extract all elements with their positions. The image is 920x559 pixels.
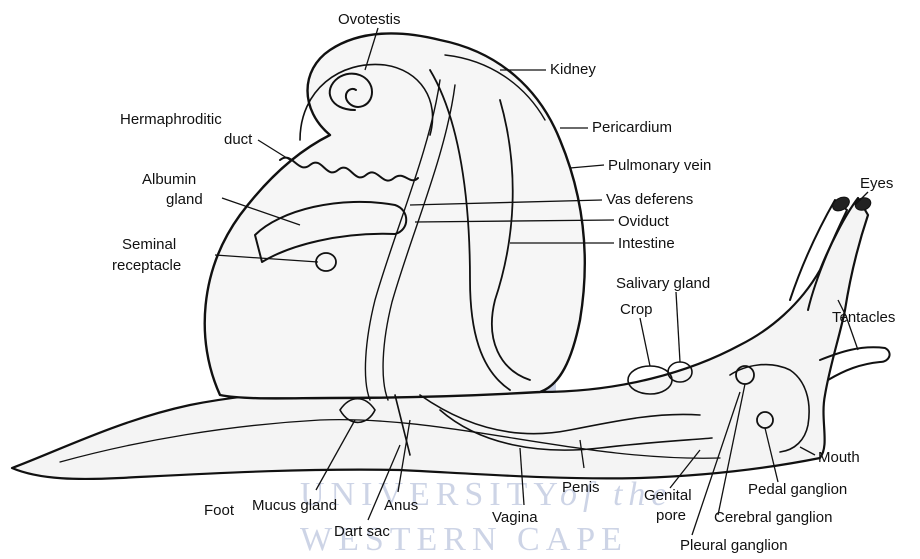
label-foot: Foot — [204, 502, 235, 519]
label-pulmonary-vein: Pulmonary vein — [608, 157, 711, 174]
leader-hermaphroditic — [258, 140, 290, 160]
label-seminal-2: receptacle — [112, 257, 181, 274]
leader-pulmonary — [570, 165, 604, 168]
label-pleural-ganglion: Pleural ganglion — [680, 537, 788, 554]
label-oviduct: Oviduct — [618, 213, 670, 230]
label-hermaphroditic-2: duct — [224, 131, 253, 148]
label-vagina: Vagina — [492, 509, 538, 526]
label-salivary-gland: Salivary gland — [616, 275, 710, 292]
label-eyes: Eyes — [860, 175, 893, 192]
label-pericardium: Pericardium — [592, 119, 672, 136]
label-dart-sac: Dart sac — [334, 523, 390, 540]
label-vas-deferens: Vas deferens — [606, 191, 693, 208]
shell-outline — [205, 33, 585, 398]
label-penis: Penis — [562, 479, 600, 496]
label-seminal-1: Seminal — [122, 236, 176, 253]
label-genital-2: pore — [656, 507, 686, 524]
label-cerebral-ganglion: Cerebral ganglion — [714, 509, 832, 526]
label-crop: Crop — [620, 301, 653, 318]
label-albumin-2: gland — [166, 191, 203, 208]
label-pedal-ganglion: Pedal ganglion — [748, 481, 847, 498]
watermark-line1: UNIVERSITY — [300, 476, 564, 513]
label-hermaphroditic-1: Hermaphroditic — [120, 111, 222, 128]
leader-crop — [640, 318, 650, 366]
label-mouth: Mouth — [818, 449, 860, 466]
label-genital-1: Genital — [644, 487, 692, 504]
leader-salivary — [676, 292, 680, 362]
label-kidney: Kidney — [550, 61, 596, 78]
label-intestine: Intestine — [618, 235, 675, 252]
label-tentacles: Tentacles — [832, 309, 895, 326]
label-albumin-1: Albumin — [142, 171, 196, 188]
label-anus: Anus — [384, 497, 418, 514]
label-ovotestis: Ovotestis — [338, 11, 401, 28]
label-mucus-gland: Mucus gland — [252, 497, 337, 514]
